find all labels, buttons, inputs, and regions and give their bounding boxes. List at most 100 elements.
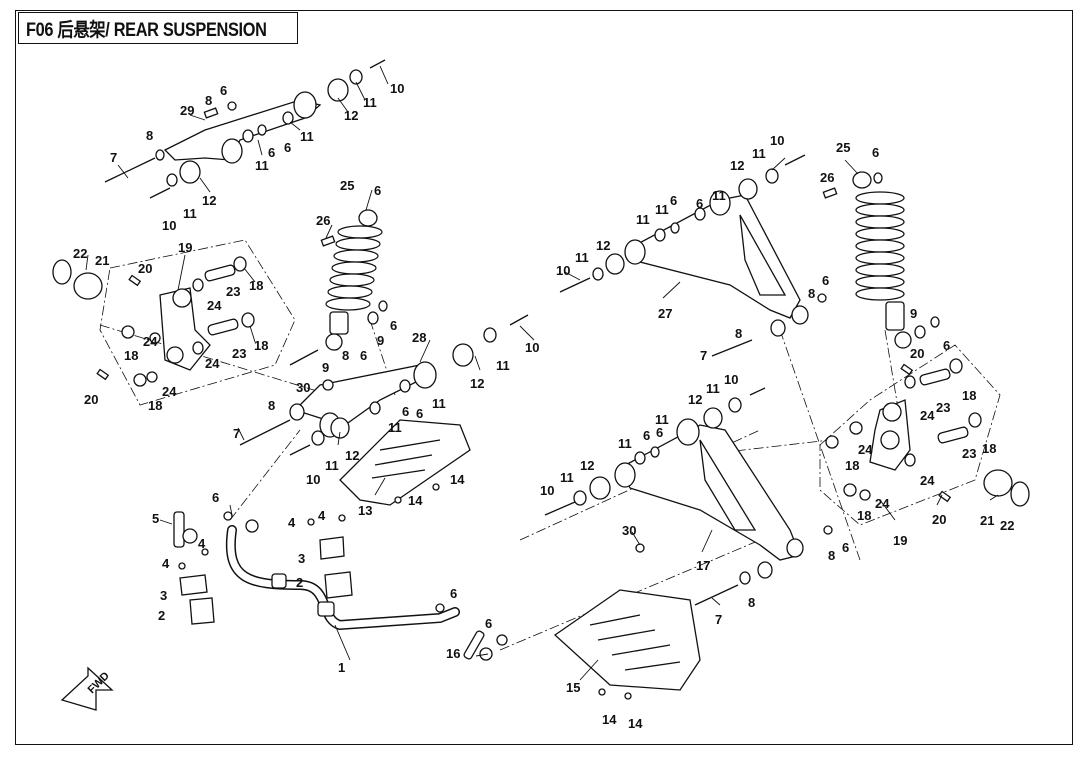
callout-6: 6 [360, 348, 367, 363]
callout-8: 8 [808, 286, 815, 301]
callout-25: 25 [836, 140, 850, 155]
callout-26: 26 [316, 213, 330, 228]
callout-18: 18 [124, 348, 138, 363]
callout-10: 10 [770, 133, 784, 148]
callout-leaders [85, 65, 999, 681]
left-knuckle-assembly [52, 239, 296, 406]
callout-30: 30 [622, 523, 636, 538]
callout-10: 10 [540, 483, 554, 498]
callout-9: 9 [910, 306, 917, 321]
callout-11: 11 [636, 212, 650, 227]
callout-27: 27 [658, 306, 672, 321]
callout-6: 6 [374, 183, 381, 198]
callout-6: 6 [220, 83, 227, 98]
callout-11: 11 [255, 158, 269, 173]
callout-6: 6 [842, 540, 849, 555]
callout-4: 4 [288, 515, 296, 530]
stabilizer-bar [173, 511, 508, 661]
callout-11: 11 [300, 129, 314, 144]
callout-2: 2 [158, 608, 165, 623]
callout-20: 20 [84, 392, 98, 407]
callout-11: 11 [706, 381, 720, 396]
left-shock-absorber [289, 209, 388, 366]
callout-7: 7 [715, 612, 722, 627]
callout-26: 26 [820, 170, 834, 185]
callout-3: 3 [160, 588, 167, 603]
callout-11: 11 [388, 420, 402, 435]
callout-18: 18 [254, 338, 268, 353]
callout-14: 14 [628, 716, 643, 731]
callout-11: 11 [712, 188, 726, 203]
callout-12: 12 [202, 193, 216, 208]
callout-11: 11 [618, 436, 632, 451]
callout-24: 24 [207, 298, 222, 313]
callout-12: 12 [730, 158, 744, 173]
callout-6: 6 [402, 404, 409, 419]
right-knuckle-assembly [819, 344, 1030, 526]
callout-17: 17 [696, 558, 710, 573]
callout-21: 21 [95, 253, 109, 268]
callout-6: 6 [872, 145, 879, 160]
callout-10: 10 [724, 372, 738, 387]
page-title: F06 后悬架/ REAR SUSPENSION [26, 19, 267, 41]
callout-15: 15 [566, 680, 580, 695]
callout-18: 18 [982, 441, 996, 456]
callout-25: 25 [340, 178, 354, 193]
diagram-frame [15, 10, 1073, 745]
callout-10: 10 [525, 340, 539, 355]
callout-6: 6 [268, 145, 275, 160]
skid-plates [339, 419, 701, 700]
callout-16: 16 [446, 646, 460, 661]
callout-6: 6 [485, 616, 492, 631]
callout-11: 11 [363, 95, 377, 110]
callout-18: 18 [249, 278, 263, 293]
callout-6: 6 [822, 273, 829, 288]
callout-8: 8 [205, 93, 212, 108]
callout-11: 11 [325, 458, 339, 473]
callout-12: 12 [580, 458, 594, 473]
callout-6: 6 [696, 196, 703, 211]
callout-24: 24 [858, 442, 873, 457]
callout-18: 18 [857, 508, 871, 523]
callout-12: 12 [470, 376, 484, 391]
callout-19: 19 [893, 533, 907, 548]
right-shock-absorber [822, 171, 940, 349]
right-lower-a-arm [544, 387, 833, 606]
callout-12: 12 [344, 108, 358, 123]
callout-4: 4 [198, 536, 206, 551]
callout-11: 11 [496, 358, 510, 373]
left-upper-a-arm [104, 59, 386, 199]
callout-9: 9 [377, 333, 384, 348]
callout-6: 6 [212, 490, 219, 505]
callout-10: 10 [162, 218, 176, 233]
callout-29: 29 [180, 103, 194, 118]
callout-10: 10 [390, 81, 404, 96]
callout-7: 7 [700, 348, 707, 363]
callout-7: 7 [233, 426, 240, 441]
callout-12: 12 [345, 448, 359, 463]
callout-3: 3 [298, 551, 305, 566]
callout-24: 24 [205, 356, 220, 371]
callout-6: 6 [450, 586, 457, 601]
callout-18: 18 [845, 458, 859, 473]
callout-6: 6 [643, 428, 650, 443]
callout-23: 23 [232, 346, 246, 361]
callout-labels: 10 11 12 11 6 6 11 6 8 29 8 7 10 11 12 2… [73, 81, 1014, 731]
callout-2: 2 [296, 575, 303, 590]
callout-20: 20 [138, 261, 152, 276]
callout-11: 11 [752, 146, 766, 161]
callout-21: 21 [980, 513, 994, 528]
callout-10: 10 [306, 472, 320, 487]
forward-direction-icon: FWD [60, 666, 114, 711]
left-lower-a-arm [239, 314, 529, 456]
callout-11: 11 [575, 250, 589, 265]
callout-8: 8 [828, 548, 835, 563]
callout-22: 22 [1000, 518, 1014, 533]
callout-6: 6 [284, 140, 291, 155]
callout-24: 24 [143, 334, 158, 349]
callout-7: 7 [110, 150, 117, 165]
callout-6: 6 [656, 425, 663, 440]
callout-6: 6 [390, 318, 397, 333]
callout-24: 24 [875, 496, 890, 511]
callout-23: 23 [226, 284, 240, 299]
